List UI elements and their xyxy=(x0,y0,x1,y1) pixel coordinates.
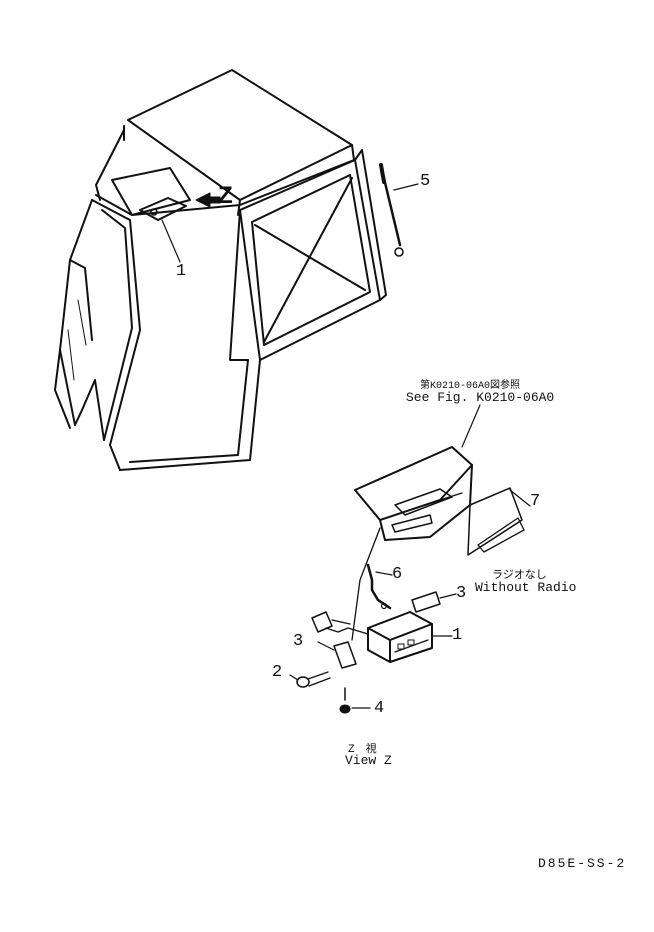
callout-7: 7 xyxy=(530,492,541,511)
callout-2: 2 xyxy=(272,663,283,682)
blank-cover xyxy=(467,487,531,556)
view-z-jp: Z 視 xyxy=(348,744,377,756)
without-radio-en: Without Radio xyxy=(475,580,577,595)
drawing-code: D85E-SS-2 xyxy=(538,856,627,871)
reference-en: See Fig. K0210-06A0 xyxy=(406,390,555,405)
callout-4: 4 xyxy=(374,699,385,718)
callout-6: 6 xyxy=(392,565,403,584)
callout-1-radio: 1 xyxy=(452,626,463,645)
view-z-en: View Z xyxy=(345,753,392,768)
callout-1-top: 1 xyxy=(176,262,187,281)
cab-illustration xyxy=(54,69,387,471)
antenna xyxy=(379,163,419,257)
ceiling-panel xyxy=(351,404,481,641)
radio-assembly xyxy=(289,563,457,714)
callout-5: 5 xyxy=(420,172,431,191)
without-radio-jp: ラジオなし xyxy=(492,570,547,582)
callout-3-left: 3 xyxy=(293,632,304,651)
view-z-arrow-label: Z xyxy=(218,182,233,209)
reference-jp: 第K0210-06A0図参照 xyxy=(420,381,521,392)
callout-3-right: 3 xyxy=(456,584,467,603)
